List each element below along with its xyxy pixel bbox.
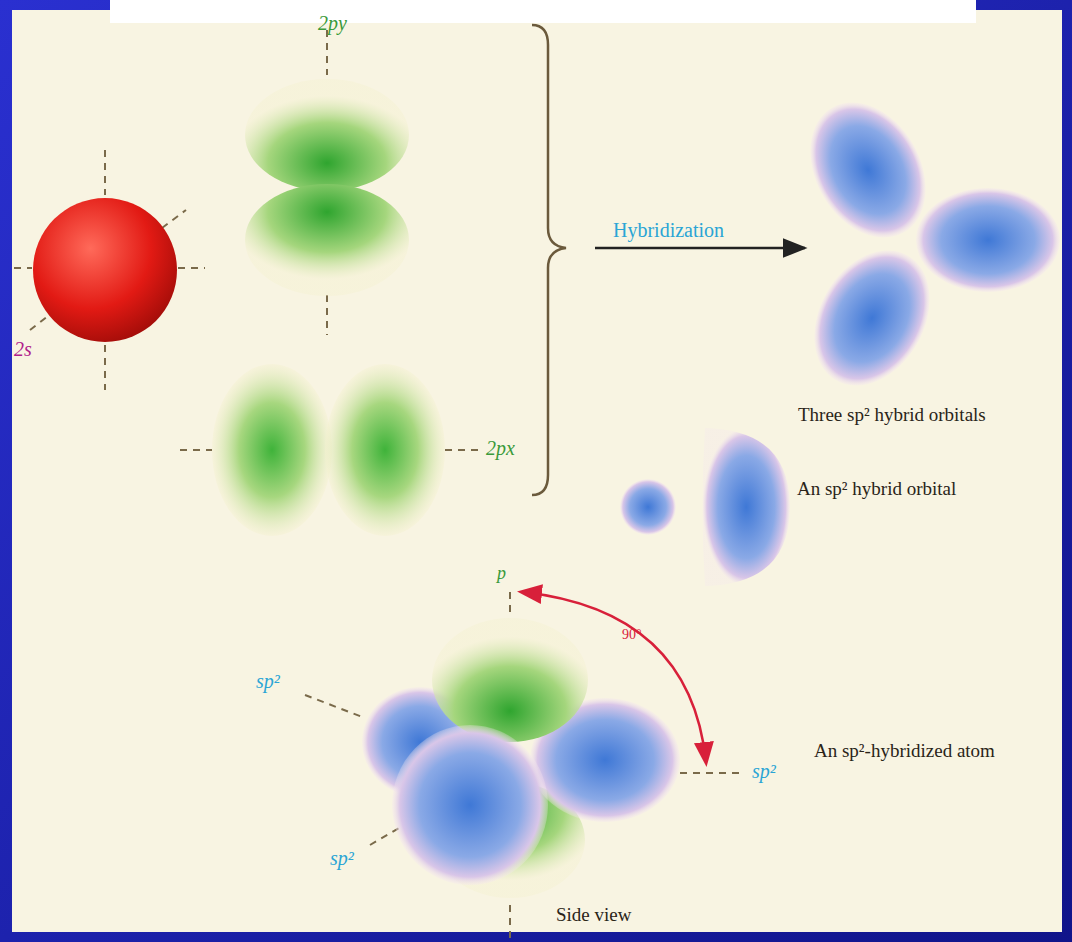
axis-label: sp² (256, 670, 280, 693)
caption-label: An sp² hybrid orbital (797, 478, 972, 500)
axis-label: p (497, 563, 506, 584)
orbital-label: 2s (14, 338, 32, 361)
arrow-label: Hybridization (613, 219, 724, 242)
axis-label: sp² (752, 760, 776, 783)
caption-label: Three sp² hybrid orbitals (798, 404, 986, 426)
angle-label: 90° (622, 627, 642, 643)
orbital-label: 2px (486, 437, 515, 460)
axis-label: sp² (330, 847, 354, 870)
caption-label: Side view (556, 904, 631, 926)
caption-label: An sp²-hybridized atom (814, 740, 1029, 762)
orbital-label: 2py (318, 12, 347, 35)
